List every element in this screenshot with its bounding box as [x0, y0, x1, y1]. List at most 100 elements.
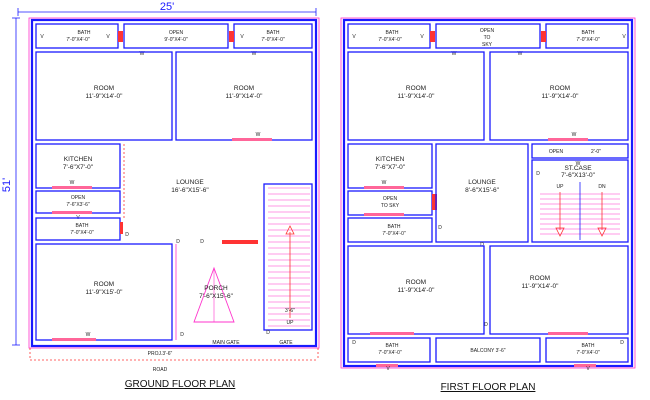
ground-d-mark-1: D: [125, 232, 129, 238]
ground-room-bottom: [35, 243, 173, 341]
ground-d-mark-5: D: [266, 330, 270, 336]
first-open-sky-line2: TO SKY: [381, 203, 400, 209]
ground-door-bath-mid: [120, 222, 123, 234]
first-bath-left-size: 7'-0"X4'-0": [378, 37, 401, 43]
first-open-top-name: OPEN: [480, 28, 495, 34]
ground-staircase: [263, 183, 313, 331]
ground-door-porch: [222, 240, 258, 244]
first-window-kitchen: [364, 186, 404, 189]
first-stair-dn-arrowhead: [597, 227, 607, 237]
ground-bath-mid: [35, 217, 121, 241]
ground-w-mark-3: W: [256, 132, 261, 138]
first-bath-right-name: BATH: [582, 30, 595, 36]
first-stair-up: UP: [557, 184, 565, 190]
ground-room-left: [35, 51, 173, 141]
ground-bath-left-size: 7'-0"X4'-0": [66, 37, 89, 43]
ground-d-mark-2: D: [200, 239, 204, 245]
ground-vent-mark-3: V: [240, 34, 244, 40]
first-staircase: [531, 159, 629, 243]
first-room-bl: [347, 245, 485, 335]
first-room-br: [489, 245, 629, 335]
ground-bath-right-size: 7'-0"X4'-0": [261, 37, 284, 43]
first-kitchen-name: KITCHEN: [376, 156, 405, 163]
first-window-room-right: [548, 138, 588, 141]
first-bath-left-name: BATH: [386, 30, 399, 36]
ground-d-mark-4: D: [180, 332, 184, 338]
first-lounge-name: LOUNGE: [468, 179, 496, 186]
first-door-bath-right: [541, 31, 546, 42]
ground-d-mark-3: D: [176, 239, 180, 245]
ground-open-top-name: OPEN: [169, 30, 184, 36]
ground-bath-right: [233, 23, 313, 49]
ground-vent-mark-2: V: [106, 34, 110, 40]
ground-room-right-name: ROOM: [234, 85, 254, 92]
first-room-left-size: 11'-9"X14'-0": [398, 93, 436, 100]
first-v-mark-2: V: [420, 34, 424, 40]
first-balcony: [435, 337, 541, 363]
first-room-bl-size: 11'-9"X14'-0": [398, 287, 436, 294]
first-bath-bl: [347, 337, 431, 363]
ground-road-label: ROAD: [153, 367, 168, 373]
first-w-mark-2: W: [518, 51, 523, 57]
first-balcony-label: BALCONY 3'-6": [470, 348, 505, 354]
ground-bath-mid-name: BATH: [76, 223, 89, 229]
first-v-mark-1: V: [352, 34, 356, 40]
first-floor-title: FIRST FLOOR PLAN: [441, 382, 536, 393]
ground-proj-label: PROJ.3'-6": [148, 351, 173, 357]
first-bath-bl-name: BATH: [386, 343, 399, 349]
ground-door-bath-left: [118, 31, 123, 42]
length-label: 51': [1, 178, 13, 192]
first-v-mark-3: V: [622, 34, 626, 40]
ground-window-open-mid: [52, 211, 92, 214]
first-bath-br: [545, 337, 629, 363]
ground-bath-right-name: BATH: [267, 30, 280, 36]
first-kitchen-size: 7'-6"X7'-0": [375, 164, 406, 171]
first-lounge: [435, 143, 529, 243]
first-d-mark-1: D: [438, 225, 442, 231]
ground-stair-up: UP: [287, 320, 295, 326]
first-plinth-line: [340, 17, 636, 369]
first-outer-wall: [342, 18, 634, 368]
ground-vent-mark-1: V: [40, 34, 44, 40]
first-v-mark-4: V: [386, 366, 390, 372]
first-room-bl-name: ROOM: [406, 279, 426, 286]
first-bath-br-size: 7'-0"X4'-0": [576, 350, 599, 356]
ground-w-mark-4: W: [70, 180, 75, 186]
ground-window-kitchen: [52, 186, 92, 189]
width-label: 25': [160, 1, 174, 13]
first-stair-dn: DN: [598, 184, 606, 190]
first-room-left-name: ROOM: [406, 85, 426, 92]
ground-open-top-size: 9'-0"X4'-0": [164, 37, 187, 43]
ground-room-right-size: 11'-9"X14'-0": [226, 93, 264, 100]
ground-window-room-bottom: [52, 338, 96, 341]
ground-room-bottom-size: 11'-9"X15'-0": [86, 289, 124, 296]
first-bath-right-size: 7'-0"X4'-0": [576, 37, 599, 43]
first-open-stair-size: 2'-0": [591, 149, 601, 155]
first-window-open-sky: [364, 213, 404, 216]
first-stcase-name: ST.CASE: [564, 165, 592, 172]
first-bath-left: [347, 23, 431, 49]
ground-stair-treads: [268, 187, 310, 327]
first-w-mark-4: W: [382, 180, 387, 186]
ground-open-mid-name: OPEN: [71, 195, 86, 201]
first-bath-mid: [347, 217, 433, 243]
first-room-right-name: ROOM: [550, 85, 570, 92]
first-room-right-size: 11'-9"X14'-0": [542, 93, 580, 100]
ground-room-left-size: 11'-9"X14'-0": [86, 93, 124, 100]
ground-gate: GATE: [279, 340, 293, 346]
first-d-mark-4: D: [484, 322, 488, 328]
first-stair-up-arrowhead: [555, 227, 565, 237]
ground-w-mark-1: W: [140, 51, 145, 57]
first-window-room-br: [548, 332, 588, 335]
first-bath-mid-size: 7'-0"X4'-0": [382, 231, 405, 237]
ground-w-mark-2: W: [252, 51, 257, 57]
first-open-top-line3: SKY: [482, 42, 493, 48]
first-room-br-name: ROOM: [530, 275, 550, 282]
first-v-mark-5: V: [586, 366, 590, 372]
first-bath-mid-name: BATH: [388, 224, 401, 230]
ground-bath-left-name: BATH: [78, 30, 91, 36]
first-door-bath-left: [430, 31, 435, 42]
first-window-bath-bl: [376, 364, 398, 367]
first-open-top-line2: TO: [484, 35, 491, 41]
